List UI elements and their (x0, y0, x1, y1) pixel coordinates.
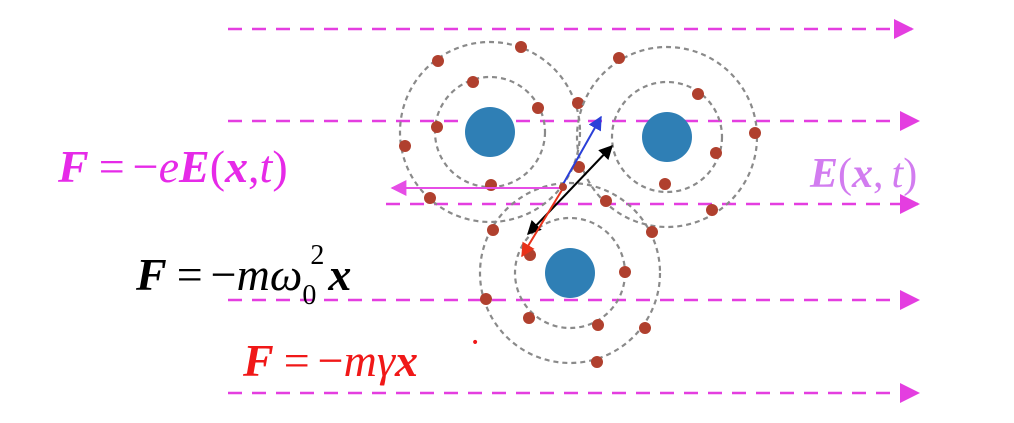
electron (399, 140, 411, 152)
electron (424, 192, 436, 204)
atom-lower (478, 181, 662, 368)
spring-force-arrow (527, 144, 613, 236)
electron (749, 127, 761, 139)
electron (431, 121, 443, 133)
electron (485, 179, 497, 191)
damping-force-arrow (521, 189, 563, 258)
nucleus (545, 248, 595, 298)
nucleus (465, 107, 515, 157)
damping-force-equation: F=−mγx (242, 335, 418, 386)
field-lines (228, 19, 920, 403)
atom-upper-left (398, 40, 584, 224)
inner-orbit (610, 80, 724, 194)
force-vectors (390, 115, 613, 258)
atom-upper-right (573, 45, 761, 229)
electron (480, 293, 492, 305)
electron (619, 266, 631, 278)
displaced-electron (559, 183, 567, 191)
electron (639, 322, 651, 334)
electron (515, 41, 527, 53)
displacement-arrow (561, 115, 602, 187)
electron (432, 55, 444, 67)
electron (592, 319, 604, 331)
electron (613, 52, 625, 64)
field-label: E(x,t) (809, 151, 917, 197)
electron (591, 356, 603, 368)
time-derivative-dot: • (471, 335, 479, 351)
electron (659, 178, 671, 190)
electron (646, 226, 658, 238)
electron (692, 88, 704, 100)
electron (600, 195, 612, 207)
electron (532, 102, 544, 114)
electron (487, 224, 499, 236)
electron (710, 147, 722, 159)
electron (523, 312, 535, 324)
electron (706, 204, 718, 216)
nucleus (642, 112, 692, 162)
outer-orbit (398, 40, 582, 224)
field-force-equation: F=−eE(x,t) (57, 141, 288, 192)
spring-force-equation: F=−mω02x (135, 240, 351, 311)
electron (572, 97, 584, 109)
electron (467, 76, 479, 88)
